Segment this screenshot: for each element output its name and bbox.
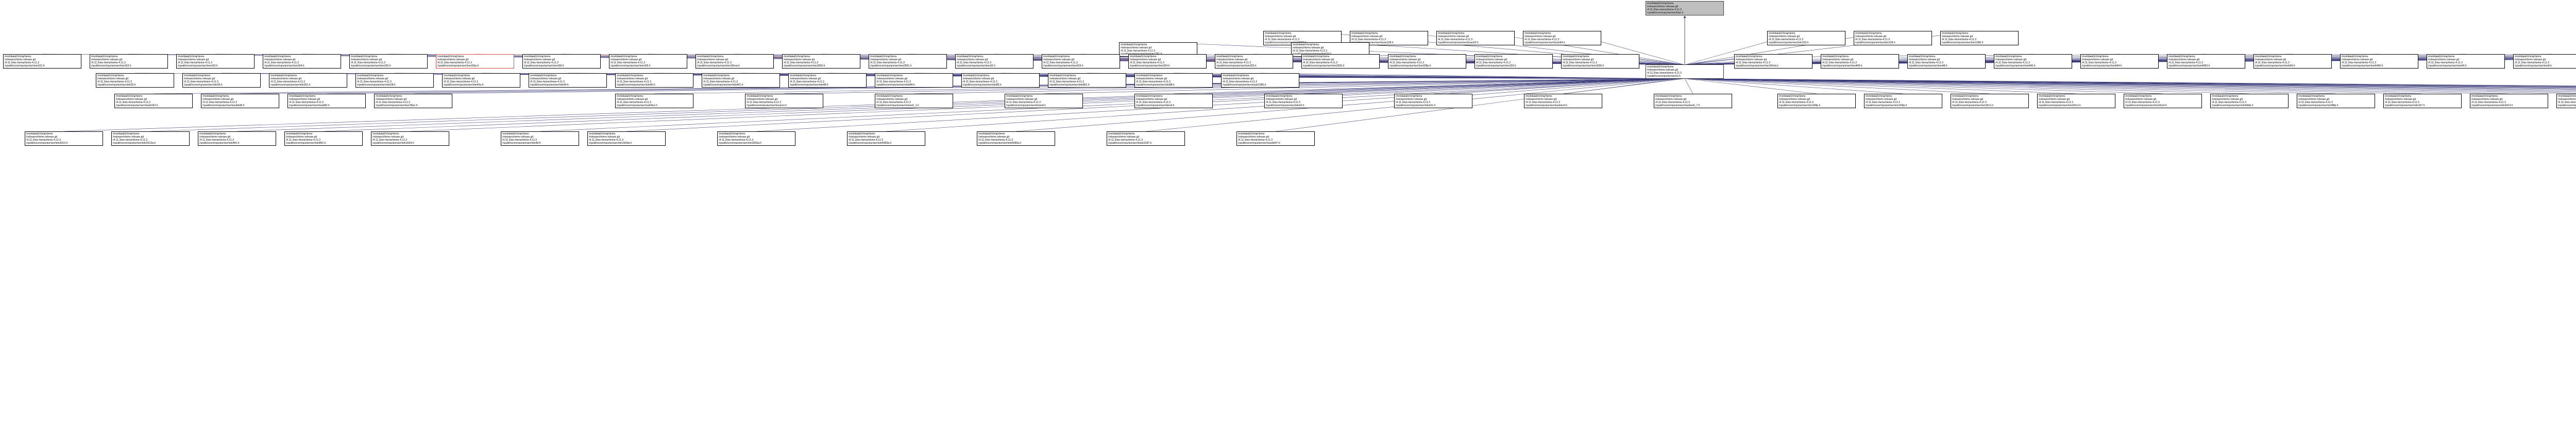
graph-node-iotn4313-h[interactable]: /mnt/data0/chrisj/rtems /releases/rtems-… [2470,94,2548,108]
graph-node-iom32m1-h[interactable]: /mnt/data0/chrisj/rtems /releases/rtems-… [2037,94,2115,108]
graph-node-iom6450a-h[interactable]: /mnt/data0/chrisj/rtems /releases/rtems-… [847,131,925,146]
graph-node-iom169p-h[interactable]: /mnt/data0/chrisj/rtems /releases/rtems-… [1864,94,1942,108]
graph-node-iom329-h[interactable]: /mnt/data0/chrisj/rtems /releases/rtems-… [1475,54,1553,69]
graph-node-iom1280-h[interactable]: /mnt/data0/chrisj/rtems /releases/rtems-… [1940,31,2019,45]
graph-node-iom2561-h[interactable]: /mnt/data0/chrisj/rtems /releases/rtems-… [869,54,947,69]
graph-node-iom323-h[interactable]: /mnt/data0/chrisj/rtems /releases/rtems-… [1042,54,1120,69]
graph-node-iomxx4-h[interactable]: /mnt/data0/chrisj/rtems /releases/rtems-… [1005,94,1083,108]
graph-node-iotn25-h[interactable]: /mnt/data0/chrisj/rtems /releases/rtems-… [96,73,174,88]
graph-node-iotn40-h[interactable]: /mnt/data0/chrisj/rtems /releases/rtems-… [501,131,579,146]
graph-node-iom8-h[interactable]: /mnt/data0/chrisj/rtems /releases/rtems-… [2513,54,2576,69]
graph-node-iocan64-h[interactable]: /mnt/data0/chrisj/rtems /releases/rtems-… [1523,31,1601,45]
graph-node-iousb646-h[interactable]: /mnt/data0/chrisj/rtems /releases/rtems-… [201,94,279,108]
graph-node-iom16hva-h[interactable]: /mnt/data0/chrisj/rtems /releases/rtems-… [696,54,774,69]
graph-node-iom164-h[interactable]: /mnt/data0/chrisj/rtems /releases/rtems-… [263,54,341,69]
graph-node-iotn828-h[interactable]: /mnt/data0/chrisj/rtems /releases/rtems-… [2556,94,2576,108]
graph-node-iom48-h[interactable]: /mnt/data0/chrisj/rtems /releases/rtems-… [1907,54,1986,69]
graph-node-iom103-h[interactable]: /mnt/data0/chrisj/rtems /releases/rtems-… [1767,31,1845,45]
graph-node-iotnx4-h[interactable]: /mnt/data0/chrisj/rtems /releases/rtems-… [1134,94,1213,108]
graph-node-iom165p-h[interactable]: /mnt/data0/chrisj/rtems /releases/rtems-… [436,54,514,69]
graph-node-iotnx61-h[interactable]: /mnt/data0/chrisj/rtems /releases/rtems-… [1394,94,1472,108]
graph-node-iom165-h[interactable]: /mnt/data0/chrisj/rtems /releases/rtems-… [349,54,428,69]
graph-node-iotn2313a-h[interactable]: /mnt/data0/chrisj/rtems /releases/rtems-… [111,131,190,146]
graph-node-iom644p-h[interactable]: /mnt/data0/chrisj/rtems /releases/rtems-… [2210,94,2289,108]
graph-node-iom32-h[interactable]: /mnt/data0/chrisj/rtems /releases/rtems-… [955,54,1033,69]
graph-node-iox128a1-h[interactable]: /mnt/data0/chrisj/rtems /releases/rtems-… [374,94,452,108]
graph-node-iocanxx-h[interactable]: /mnt/data0/chrisj/rtems /releases/rtems-… [745,94,823,108]
graph-node-iotn1634a-h[interactable]: /mnt/data0/chrisj/rtems /releases/rtems-… [587,131,666,146]
graph-node-iotn1634-h[interactable]: /mnt/data0/chrisj/rtems /releases/rtems-… [371,131,449,146]
graph-node-iotn861-h[interactable]: /mnt/data0/chrisj/rtems /releases/rtems-… [1048,73,1126,88]
graph-node-iotn84-h[interactable]: /mnt/data0/chrisj/rtems /releases/rtems-… [875,73,953,88]
graph-node-iotn841-h[interactable]: /mnt/data0/chrisj/rtems /releases/rtems-… [284,131,363,146]
graph-node-iousb82-h[interactable]: /mnt/data0/chrisj/rtems /releases/rtems-… [287,94,366,108]
graph-node-iom162-h[interactable]: /mnt/data0/chrisj/rtems /releases/rtems-… [90,54,168,69]
graph-node-iom6450-h[interactable]: /mnt/data0/chrisj/rtems /releases/rtems-… [2167,54,2245,69]
graph-node-iom161-h[interactable]: /mnt/data0/chrisj/rtems /releases/rtems-… [3,54,81,69]
graph-node-iom3290-h[interactable]: /mnt/data0/chrisj/rtems /releases/rtems-… [1561,54,1639,69]
graph-node-iom169-h[interactable]: /mnt/data0/chrisj/rtems /releases/rtems-… [609,54,687,69]
graph-node-iotn441-h[interactable]: /mnt/data0/chrisj/rtems /releases/rtems-… [198,131,276,146]
graph-node-iom2560-h[interactable]: /mnt/data0/chrisj/rtems /releases/rtems-… [782,54,860,69]
graph-node-iom3250-h[interactable]: /mnt/data0/chrisj/rtems /releases/rtems-… [1301,54,1380,69]
graph-node-iotn4313-h[interactable]: /mnt/data0/chrisj/rtems /releases/rtems-… [25,131,103,146]
graph-node-iom64-h[interactable]: /mnt/data0/chrisj/rtems /releases/rtems-… [2427,54,2505,69]
graph-node-iom649-h[interactable]: /mnt/data0/chrisj/rtems /releases/rtems-… [2253,54,2332,69]
graph-node-iom168p-h[interactable]: /mnt/data0/chrisj/rtems /releases/rtems-… [1777,94,1856,108]
graph-node-iousb1287-h[interactable]: /mnt/data0/chrisj/rtems /releases/rtems-… [1107,131,1185,146]
graph-node-fuse-h[interactable]: /mnt/data0/chrisj/rtems /releases/rtems-… [1646,1,1724,15]
graph-node-iom32c1-h[interactable]: /mnt/data0/chrisj/rtems /releases/rtems-… [1951,94,2029,108]
graph-node-iom3250a-h[interactable]: /mnt/data0/chrisj/rtems /releases/rtems-… [717,131,795,146]
graph-node-iotn88-h[interactable]: /mnt/data0/chrisj/rtems /releases/rtems-… [1134,73,1213,88]
graph-node-iotn43u-h[interactable]: /mnt/data0/chrisj/rtems /releases/rtems-… [442,73,520,88]
graph-node-iousb647-h[interactable]: /mnt/data0/chrisj/rtems /releases/rtems-… [1236,131,1315,146]
graph-node-iox64a1-h[interactable]: /mnt/data0/chrisj/rtems /releases/rtems-… [615,94,693,108]
graph-node-iom32hvb-h[interactable]: /mnt/data0/chrisj/rtems /releases/rtems-… [1734,54,1812,69]
graph-node-iotnx5-h[interactable]: /mnt/data0/chrisj/rtems /releases/rtems-… [1264,94,1343,108]
graph-node-iousb1286-h[interactable]: /mnt/data0/chrisj/rtems /releases/rtems-… [1221,73,1299,88]
graph-node-iotn26-h[interactable]: /mnt/data0/chrisj/rtems /releases/rtems-… [182,73,261,88]
graph-node-iotn28-h[interactable]: /mnt/data0/chrisj/rtems /releases/rtems-… [355,73,434,88]
graph-node-iom640-h[interactable]: /mnt/data0/chrisj/rtems /releases/rtems-… [1994,54,2072,69]
graph-node-iom128-h[interactable]: /mnt/data0/chrisj/rtems /releases/rtems-… [1854,31,1932,45]
graph-node-iom325-h[interactable]: /mnt/data0/chrisj/rtems /releases/rtems-… [1215,54,1293,69]
graph-node-iom163-h[interactable]: /mnt/data0/chrisj/rtems /releases/rtems-… [176,54,255,69]
graph-node-iom324-h[interactable]: /mnt/data0/chrisj/rtems /releases/rtems-… [1128,54,1207,69]
graph-node-iotn45-h[interactable]: /mnt/data0/chrisj/rtems /releases/rtems-… [615,73,693,88]
graph-node-iom168-h[interactable]: /mnt/data0/chrisj/rtems /releases/rtems-… [522,54,601,69]
graph-node-iom644-h[interactable]: /mnt/data0/chrisj/rtems /releases/rtems-… [2080,54,2159,69]
graph-node-iom88p-h[interactable]: /mnt/data0/chrisj/rtems /releases/rtems-… [2297,94,2375,108]
graph-node-iom32u4-h[interactable]: /mnt/data0/chrisj/rtems /releases/rtems-… [2124,94,2202,108]
graph-node-iocan32-h[interactable]: /mnt/data0/chrisj/rtems /releases/rtems-… [1436,31,1515,45]
graph-node-iom6490-h[interactable]: /mnt/data0/chrisj/rtems /releases/rtems-… [2340,54,2418,69]
graph-node-iotn261-h[interactable]: /mnt/data0/chrisj/rtems /releases/rtems-… [269,73,347,88]
graph-node-io-h[interactable]: /mnt/data0/chrisj/rtems /releases/rtems-… [1646,64,1724,79]
graph-node-iousb162-h[interactable]: /mnt/data0/chrisj/rtems /releases/rtems-… [114,94,193,108]
graph-node-iousbxx2-h[interactable]: /mnt/data0/chrisj/rtems /releases/rtems-… [1524,94,1602,108]
graph-node-iom406-h[interactable]: /mnt/data0/chrisj/rtems /releases/rtems-… [1821,54,1899,69]
graph-node-iotn461-h[interactable]: /mnt/data0/chrisj/rtems /releases/rtems-… [702,73,780,88]
graph-node-iomxx0_1-h[interactable]: /mnt/data0/chrisj/rtems /releases/rtems-… [875,94,953,108]
graph-node-iom328p-h[interactable]: /mnt/data0/chrisj/rtems /releases/rtems-… [1388,54,1466,69]
graph-node-iotn85-h[interactable]: /mnt/data0/chrisj/rtems /releases/rtems-… [961,73,1040,88]
graph-node-iousbxx6_7-h[interactable]: /mnt/data0/chrisj/rtems /releases/rtems-… [1654,94,1732,108]
graph-node-iotn167-h[interactable]: /mnt/data0/chrisj/rtems /releases/rtems-… [2383,94,2462,108]
graph-node-iom6490a-h[interactable]: /mnt/data0/chrisj/rtems /releases/rtems-… [977,131,1055,146]
graph-node-iotn48-h[interactable]: /mnt/data0/chrisj/rtems /releases/rtems-… [788,73,867,88]
graph-node-iotn44-h[interactable]: /mnt/data0/chrisj/rtems /releases/rtems-… [529,73,607,88]
